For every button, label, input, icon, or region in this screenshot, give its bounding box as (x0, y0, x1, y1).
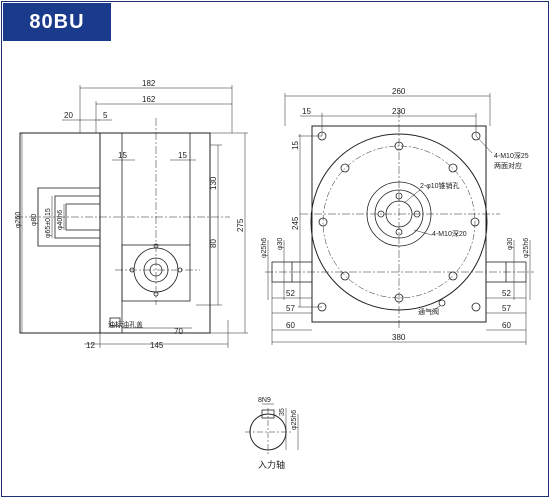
dim-57-left: 57 (286, 304, 295, 313)
dim-162: 162 (142, 95, 156, 104)
dim-130: 130 (209, 176, 218, 190)
dim-380: 380 (392, 333, 406, 342)
dim-57-right: 57 (502, 304, 511, 313)
dia-65: φ65±0.15 (45, 208, 52, 238)
dim-70: 70 (174, 327, 183, 336)
side-flange (19, 132, 101, 334)
dim-145: 145 (150, 341, 164, 350)
dim-52-right: 52 (502, 289, 511, 298)
shaft-detail (245, 403, 299, 455)
model-title: 80BU (3, 3, 111, 41)
dim-15-top: 15 (302, 107, 311, 116)
key-size: 8N9 (258, 397, 271, 404)
front-view (265, 93, 534, 345)
dim-230: 230 (392, 107, 406, 116)
leader (475, 135, 493, 154)
dim-182: 182 (142, 79, 156, 88)
pcd-bolt (318, 217, 328, 227)
corner-bolt (471, 302, 481, 312)
vent (438, 299, 446, 307)
side-view (15, 85, 248, 348)
note-m10-25: 4-M10深25 (494, 151, 529, 160)
dia-25h6-shaft: φ25h6 (291, 410, 298, 430)
dim-12: 12 (86, 341, 95, 350)
dim-52-left: 52 (286, 289, 295, 298)
dim-245: 245 (291, 216, 300, 230)
dim-20: 20 (64, 111, 73, 120)
input-shaft-label: 入力轴 (258, 459, 285, 471)
dia-260: φ260 (15, 212, 22, 228)
leader (413, 229, 433, 236)
leader (429, 305, 441, 313)
dia-40: φ40h6 (57, 210, 64, 230)
dim-5: 5 (103, 111, 108, 120)
dia-25h6-left: φ25h6 (261, 238, 268, 258)
dia-80: φ80 (31, 214, 38, 226)
front-view-labels: 260 230 15 15 245 φ25h6 φ30 φ30 φ25h6 52… (261, 87, 530, 342)
dim-260-front: 260 (392, 87, 406, 96)
leader (403, 189, 421, 204)
pcd-bolt (448, 271, 458, 281)
dim-80: 80 (209, 239, 218, 248)
dim-60-right: 60 (502, 321, 511, 330)
dia-25h6-right: φ25h6 (523, 238, 530, 258)
dim-35: 35 (279, 408, 286, 416)
note-m10-20: 4-M10深20 (432, 229, 467, 238)
pcd-bolt (340, 271, 350, 281)
dia-30-left: φ30 (277, 238, 284, 250)
pcd-bolt (448, 163, 458, 173)
dim-60-left: 60 (286, 321, 295, 330)
shaft-detail-labels: 8N9 35 φ25h6 入力轴 (258, 397, 298, 471)
dim-15b: 15 (178, 151, 187, 160)
side-view-labels: 182 162 20 5 15 15 130 80 275 φ260 φ80 φ… (15, 79, 245, 350)
note-vent: 通气阀 (418, 307, 439, 316)
oil-cap (109, 317, 121, 327)
dim-275: 275 (236, 218, 245, 232)
side-body (99, 132, 211, 334)
pcd-bolt (340, 163, 350, 173)
dim-15-left: 15 (291, 141, 300, 150)
oil-cap-label: 油标油孔盖 (108, 320, 143, 329)
pcd-bolt (470, 217, 480, 227)
note-pin-holes: 2-φ10锥销孔 (420, 181, 460, 190)
dim-15a: 15 (118, 151, 127, 160)
dia-30-right: φ30 (507, 238, 514, 250)
note-both-sides: 两面对应 (494, 161, 522, 170)
